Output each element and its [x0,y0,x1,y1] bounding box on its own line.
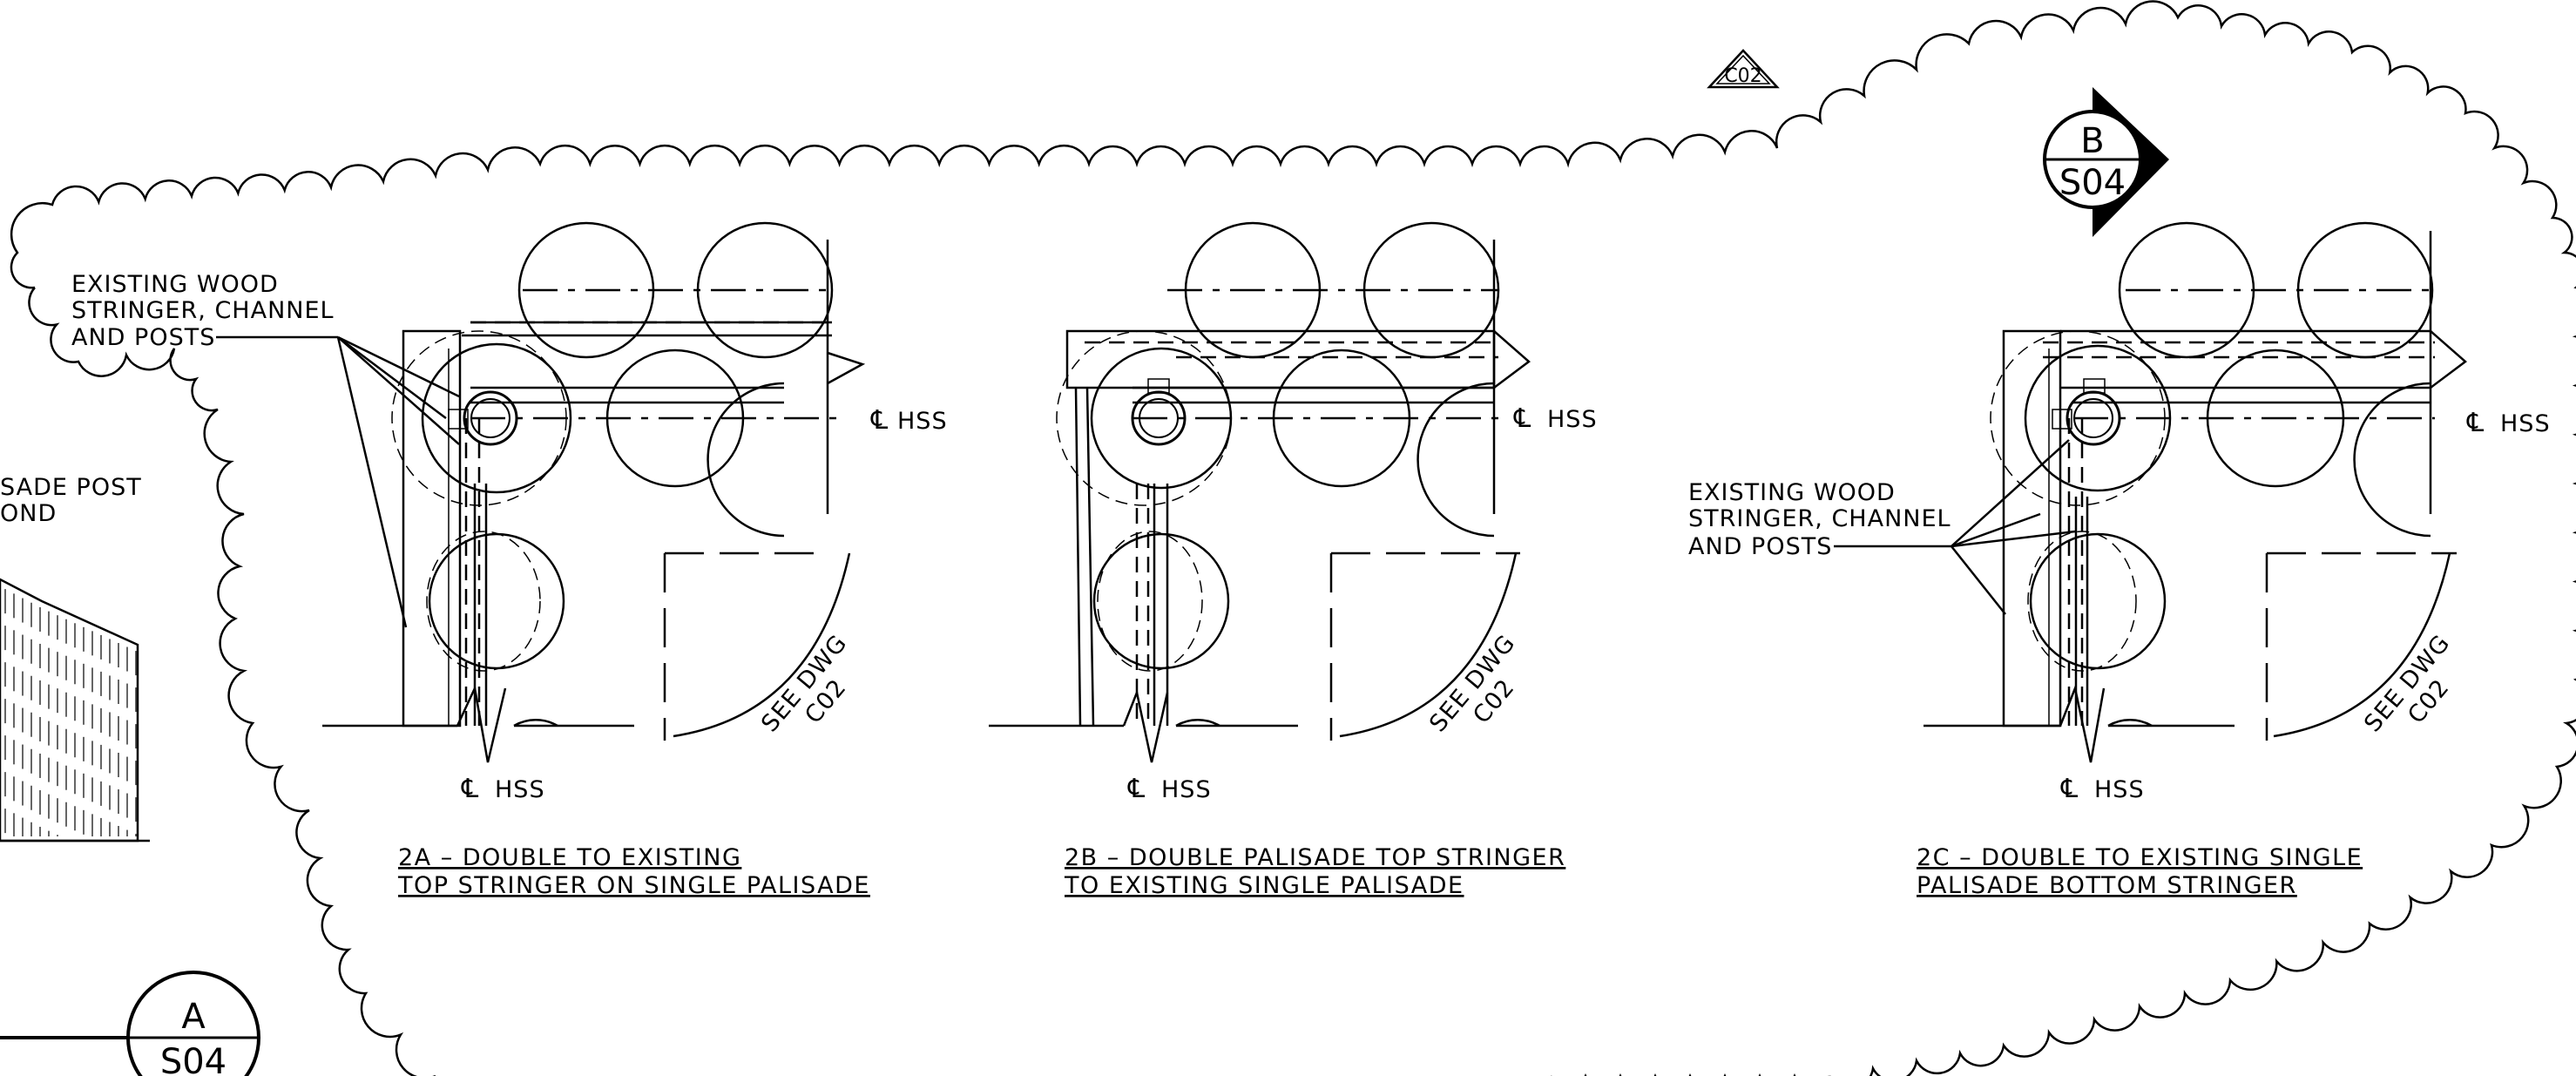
revision-cloud [10,0,2576,1076]
detail-2b-cl-right-text: HSS [1547,406,1598,433]
detail-2a-cl-right-text: HSS [897,408,948,435]
detail-2c-cl-bottom-text: HSS [2094,776,2145,803]
detail-2b-title-1: 2B – DOUBLE PALISADE TOP STRINGER [1065,844,1565,871]
detail-2a-callout-1: EXISTING WOOD [71,271,279,298]
left-partial-label-1: SADE POST [0,474,142,501]
detail-2a-title-1: 2A – DOUBLE TO EXISTING [398,844,741,871]
centerline-symbol: ℄ [2060,774,2078,804]
timber-hatch [4,589,137,836]
detail-2a-geometry [216,221,866,763]
section-marker-a-sheet: S04 [160,1042,226,1076]
detail-2c-cl-right-text: HSS [2500,410,2551,437]
left-partial-label-2: OND [0,500,57,527]
section-marker-b-sheet: S04 [2059,163,2126,203]
detail-2c-title-1: 2C – DOUBLE TO EXISTING SINGLE [1917,844,2363,871]
left-partial-detail: SADE POST OND [0,474,150,843]
detail-2b-centerline-bottom: ℄ HSS [1127,774,1212,804]
detail-2c-callout-2: STRINGER, CHANNEL [1688,505,1951,532]
revision-tag: C02 [1707,49,1780,89]
detail-2b: ℄ HSS ℄ HSS SEE DWG C02 2B – DOUBLE PALI… [989,221,1598,899]
section-marker-b-letter: B [2080,121,2104,161]
centerline-symbol: ℄ [2466,408,2484,438]
detail-2c-title-2: PALISADE BOTTOM STRINGER [1917,872,2297,899]
section-marker-b: B S04 [2043,87,2169,237]
detail-2c: EXISTING WOOD STRINGER, CHANNEL AND POST… [1688,221,2551,899]
centerline-symbol: ℄ [870,405,888,436]
revision-tag-text: C02 [1724,65,1761,87]
detail-2c-see-dwg: SEE DWG C02 [2359,630,2456,738]
detail-2b-geometry [989,221,1531,763]
detail-2c-geometry [1834,221,2467,763]
detail-2c-centerline-right: ℄ HSS [2466,408,2551,438]
section-marker-a: A S04 [0,971,260,1076]
detail-2a-callout-3: AND POSTS [71,324,215,351]
detail-2a-title-2: TOP STRINGER ON SINGLE PALISADE [397,872,870,899]
detail-2b-title-2: TO EXISTING SINGLE PALISADE [1064,872,1464,899]
section-marker-a-letter: A [181,997,206,1037]
detail-2a-callout-2: STRINGER, CHANNEL [71,297,335,324]
detail-2a-centerline-right: ℄ HSS [870,405,948,436]
detail-2b-cl-bottom-text: HSS [1161,776,1212,803]
centerline-symbol: ℄ [1513,403,1531,434]
centerline-symbol: ℄ [1127,774,1145,804]
detail-2c-centerline-bottom: ℄ HSS [2060,774,2145,804]
detail-2b-centerline-right: ℄ HSS [1513,403,1598,434]
detail-2c-callout-3: AND POSTS [1688,533,1832,560]
detail-2a-centerline-bottom: ℄ HSS [461,774,545,804]
detail-2c-callout-1: EXISTING WOOD [1688,479,1896,506]
detail-2a: EXISTING WOOD STRINGER, CHANNEL AND POST… [71,221,948,899]
centerline-symbol: ℄ [461,774,478,804]
detail-2a-cl-bottom-text: HSS [495,776,545,803]
